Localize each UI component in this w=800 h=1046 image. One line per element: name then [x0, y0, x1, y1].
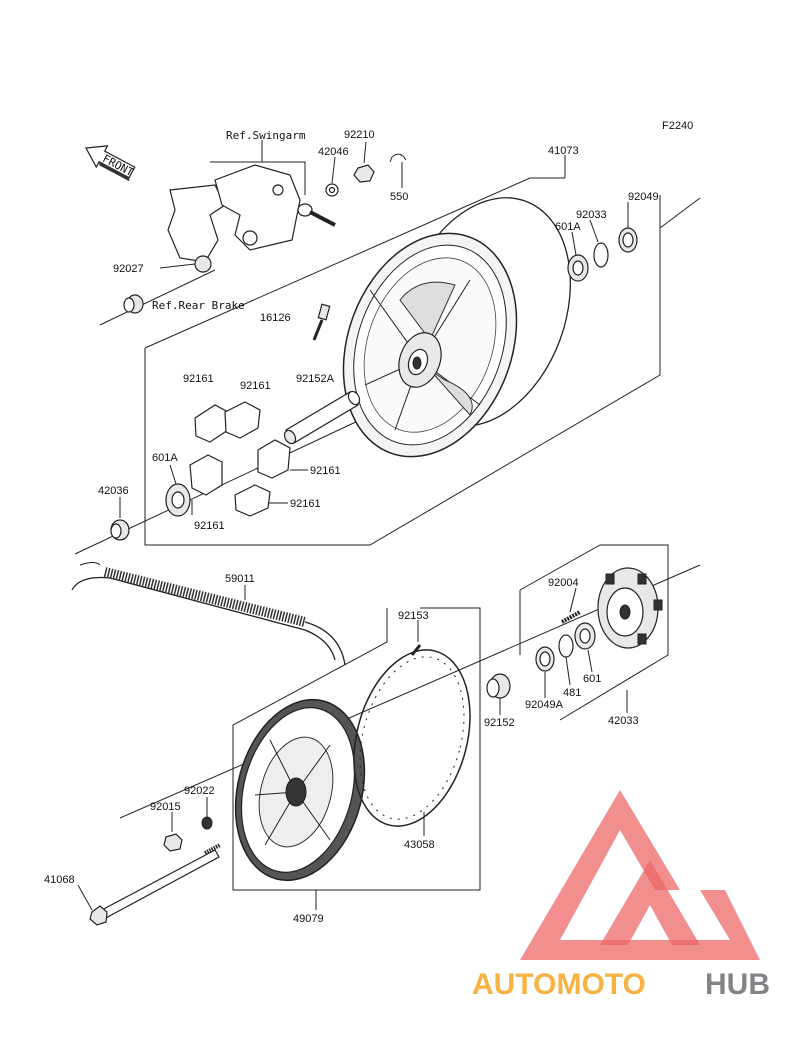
- label-92049A: 92049A: [525, 699, 564, 711]
- label-92004: 92004: [548, 577, 579, 589]
- axle-41068: [89, 843, 221, 926]
- bearing-601: [574, 622, 596, 650]
- label-481: 481: [563, 687, 581, 699]
- oil-seal-92049A: [535, 646, 555, 672]
- valve-16126: [312, 303, 331, 341]
- circlip-92033: [593, 242, 609, 268]
- label-42033: 42033: [608, 715, 639, 727]
- label-59011: 59011: [225, 573, 255, 585]
- label-92049: 92049: [628, 191, 659, 203]
- circlip-481: [558, 634, 574, 658]
- label-16126: 16126: [260, 312, 291, 324]
- label-92161-c: 92161: [310, 465, 341, 477]
- caliper-bracket: [167, 164, 301, 273]
- label-92152: 92152: [484, 717, 515, 729]
- ref-rear-brake-label: Ref.Rear Brake: [152, 299, 245, 312]
- label-41073: 41073: [548, 145, 579, 157]
- label-41068: 41068: [44, 874, 75, 886]
- collar-92152A: [283, 390, 361, 445]
- axle-adjuster-bolt: [297, 203, 336, 227]
- spacer-92027: [123, 294, 144, 314]
- bearing-601A-left: [165, 483, 191, 517]
- ref-swingarm-label: Ref.Swingarm: [226, 129, 306, 142]
- nut-92210: [353, 164, 375, 183]
- nut-92022: [201, 816, 213, 830]
- gasket-ring: [353, 649, 471, 827]
- label-601A-left: 601A: [152, 452, 178, 464]
- label-92033: 92033: [576, 209, 607, 221]
- label-43058: 43058: [404, 839, 435, 851]
- spacer-42036: [110, 519, 130, 541]
- hub-42033: [597, 567, 663, 649]
- damper-92161-set: [189, 401, 291, 517]
- stud-92004: [561, 610, 581, 624]
- label-42036: 42036: [98, 485, 129, 497]
- label-601: 601: [583, 673, 601, 685]
- label-92161-a: 92161: [183, 373, 214, 385]
- rear-wheel: [342, 197, 571, 458]
- watermark-text-secondary: HUB: [705, 968, 770, 1001]
- label-92210: 92210: [344, 129, 375, 141]
- label-49079: 49079: [293, 913, 324, 925]
- label-42046: 42046: [318, 146, 349, 158]
- bearing-601A-top: [567, 254, 589, 282]
- label-601A-top: 601A: [555, 221, 581, 233]
- label-92153: 92153: [398, 610, 429, 622]
- leader-lines: [77, 141, 629, 911]
- automotohub-logo-icon: [520, 790, 760, 960]
- collar-92152: [486, 673, 511, 699]
- label-92161-b: 92161: [240, 380, 271, 392]
- watermark-text-primary: AUTOMOTO: [472, 968, 646, 1001]
- label-92027: 92027: [113, 263, 144, 275]
- label-92015: 92015: [150, 801, 181, 813]
- label-92161-d: 92161: [290, 498, 321, 510]
- label-92022: 92022: [184, 785, 215, 797]
- bolt-92153: [410, 644, 422, 656]
- front-arrow-icon: FRONT: [85, 145, 136, 182]
- cotter-pin-550: [389, 153, 407, 163]
- nut-92015: [163, 833, 183, 852]
- label-550: 550: [390, 191, 408, 203]
- drive-belt: [71, 562, 346, 666]
- rear-sprocket: [234, 698, 366, 882]
- label-92152A: 92152A: [296, 373, 335, 385]
- oil-seal-92049: [618, 227, 638, 253]
- diagram-code: F2240: [662, 120, 693, 132]
- label-92161-e: 92161: [194, 520, 225, 532]
